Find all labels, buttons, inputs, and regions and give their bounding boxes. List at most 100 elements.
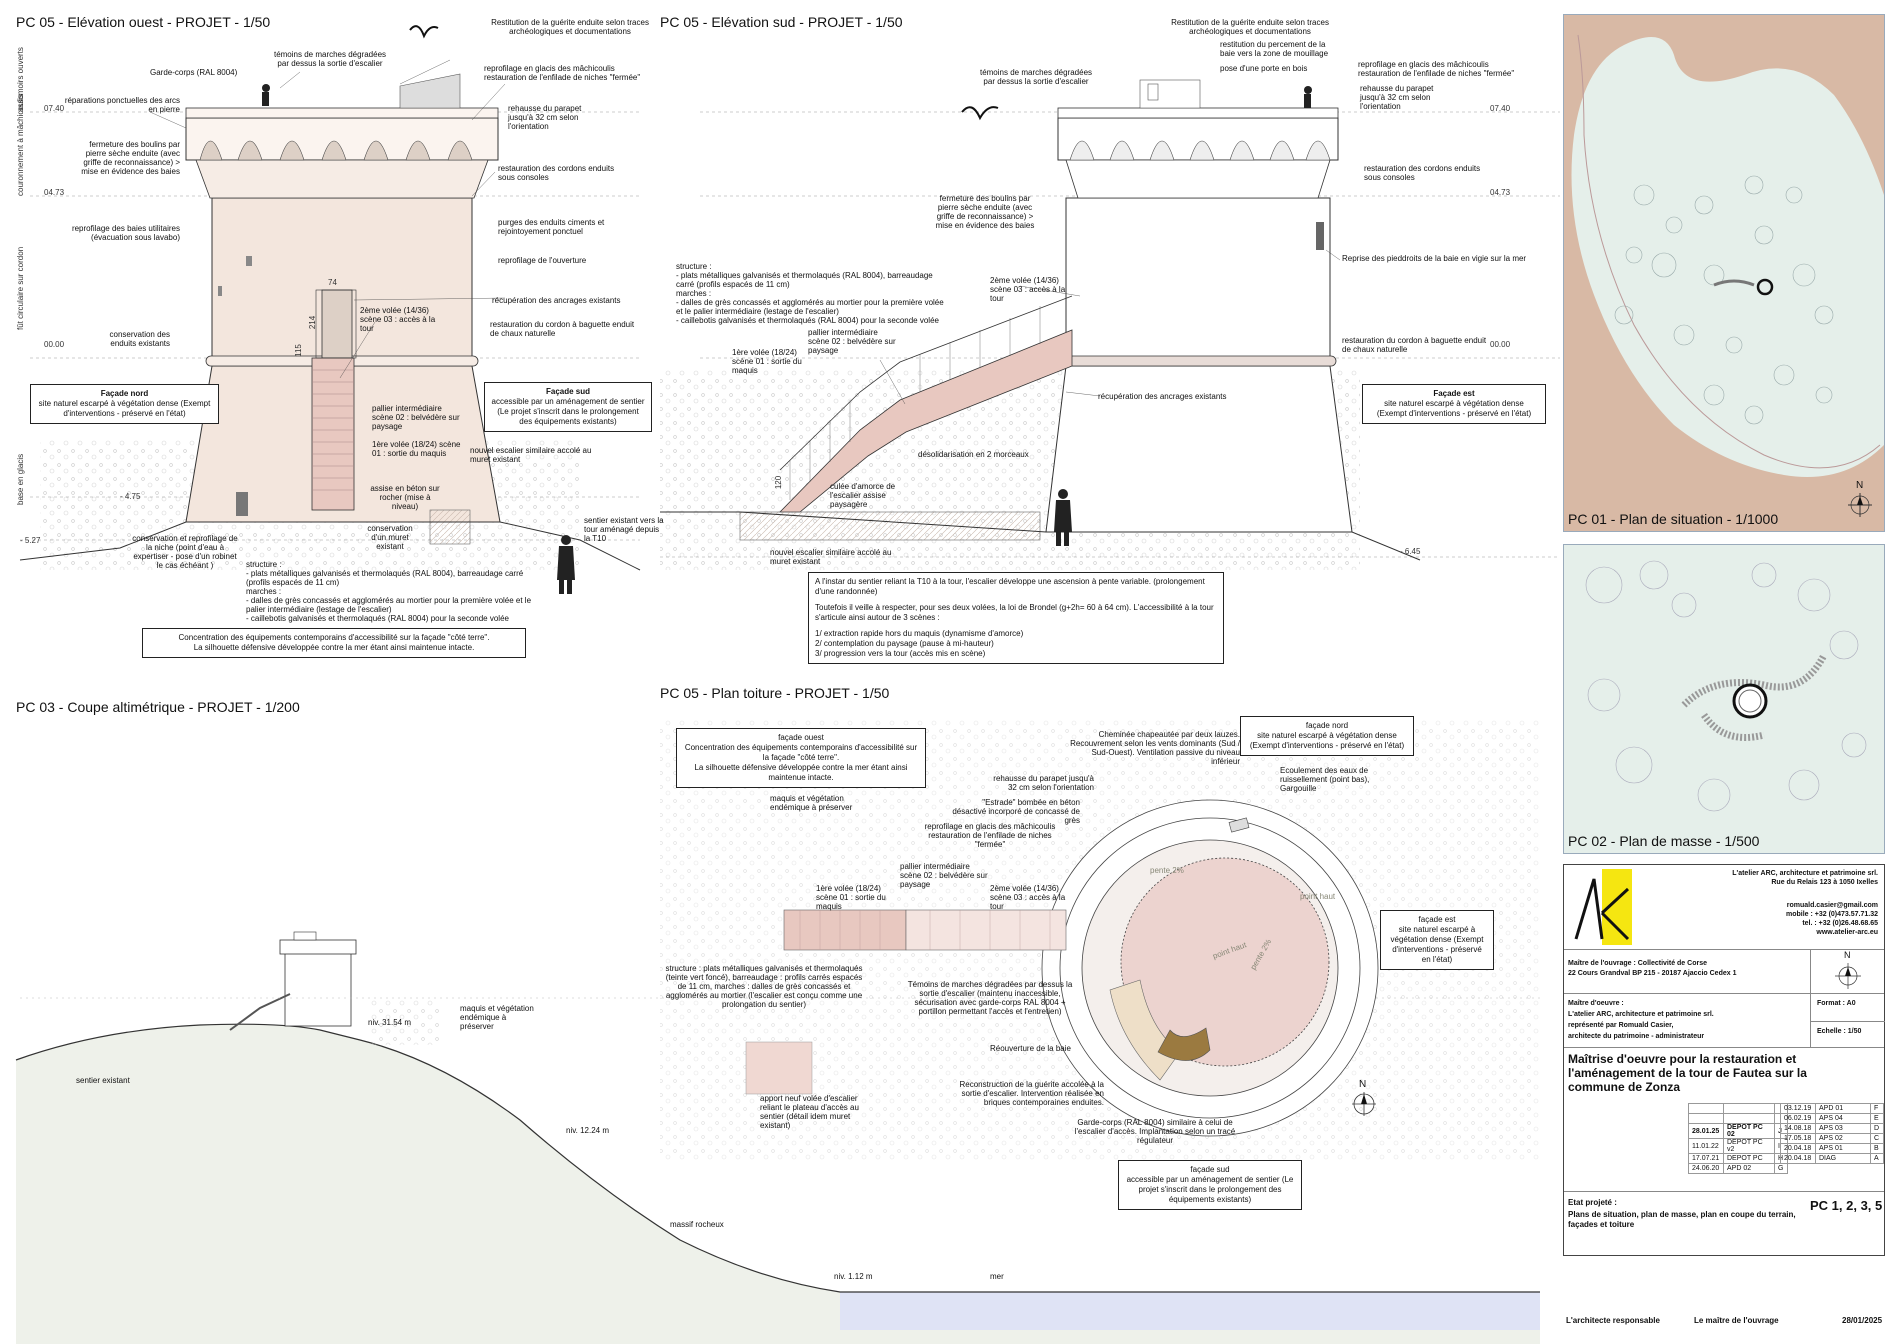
dim-120: 120: [774, 475, 784, 490]
note-recuperation-ancrages: récupération des ancrages existants: [492, 296, 621, 305]
title-block: L'atelier ARC, architecture et patrimoin…: [1563, 864, 1885, 1256]
box-facade-sud-ouest-text: accessible par un aménagement de sentier…: [491, 397, 645, 426]
pc-number: PC 1, 2, 3, 5: [1810, 1198, 1883, 1213]
level-m527: - 5.27: [20, 536, 41, 545]
sud-level-0740: 07.40: [1490, 104, 1511, 113]
toit-note-1ere-volee: 1ère volée (18/24) scène 01 : sortie du …: [816, 884, 886, 911]
box-brondel: A l'instar du sentier reliant la T10 à l…: [808, 572, 1224, 664]
sud-note-boulins: fermeture des boulins par pierre sèche e…: [935, 194, 1035, 230]
cartouche-north-label: N: [1844, 950, 1851, 960]
sud-note-pallier: pallier intermédiaire scène 02 : belvédè…: [808, 328, 896, 355]
moa-row: Maître de l'ouvrage : Collectivité de Co…: [1564, 949, 1884, 994]
coupe-drawing: [15, 931, 1540, 1344]
sud-note-desolidarisation: désolidarisation en 2 morceaux: [918, 450, 1029, 459]
toit-note-temoins: Témoins de marches dégradées par dessus …: [907, 980, 1073, 1016]
toit-note-apport: apport neuf volée d'escalier reliant le …: [760, 1094, 859, 1130]
note-rehausse-parapet: rehausse du parapet jusqu'à 32 cm selon …: [508, 104, 582, 131]
toit-note-maquis: maquis et végétation endémique à préserv…: [770, 794, 853, 812]
note-assise-beton: assise en béton sur rocher (mise à nivea…: [370, 484, 440, 511]
firm-tel: tel. : +32 (0)26.48.68.65: [1802, 920, 1878, 927]
box-facade-nord-text: site naturel escarpé à végétation dense …: [38, 399, 211, 418]
note-2eme-volee: 2ème volée (14/36) scène 03 : accès à la…: [360, 306, 436, 333]
firm-name: L'atelier ARC, architecture et patrimoin…: [1732, 870, 1878, 877]
rev-left-row: [1688, 1113, 1788, 1124]
firm-address: Rue du Relais 123 à 1050 Ixelles: [1771, 879, 1878, 886]
moe-line-3: représenté par Romuald Casier,: [1568, 1022, 1674, 1029]
note-fermeture-boulins: fermeture des boulins par pierre sèche e…: [81, 140, 180, 176]
project-title: Maîtrise d'oeuvre pour la restauration e…: [1568, 1052, 1807, 1094]
level-0000: 00.00: [44, 340, 65, 349]
moe-line-4: architecte du patrimoine - administrateu…: [1568, 1033, 1705, 1040]
sud-level-0473: 04.73: [1490, 188, 1511, 197]
toit-note-2eme-volee: 2ème volée (14/36) scène 03 : accès à la…: [990, 884, 1066, 911]
logo-mark: [1574, 878, 1630, 941]
firm-web[interactable]: www.atelier-arc.eu: [1816, 929, 1878, 936]
box-toiture-facade-sud: façade sud accessible par un aménagement…: [1118, 1160, 1302, 1210]
situation-map: [1564, 15, 1884, 531]
firm-info: L'atelier ARC, architecture et patrimoin…: [1648, 869, 1878, 937]
sud-note-machicoulis: reprofilage en glacis des mâchicoulis re…: [1358, 60, 1515, 78]
format-scale-cell: Format : A0 Echelle : 1/50: [1810, 994, 1885, 1048]
level-m475: - 4.75: [120, 492, 141, 501]
moa-line-2: 22 Cours Grandval BP 215 - 20187 Ajaccio…: [1568, 970, 1737, 977]
toiture-title: PC 05 - Plan toiture - PROJET - 1/50: [660, 685, 890, 701]
brondel-para-3: 1/ extraction rapide hors du maquis (dyn…: [815, 629, 1024, 658]
box-toiture-facade-nord: façade nord site naturel escarpé à végét…: [1240, 716, 1414, 756]
box-facade-est-title: Façade est: [1433, 389, 1475, 398]
format-label: Format : A0: [1817, 1000, 1856, 1007]
sud-note-culee: culée d'amorce de l'escalier assise pays…: [830, 482, 896, 509]
sud-note-temoins: témoins de marches dégradées par dessus …: [979, 68, 1093, 86]
moa-line-1: Maître de l'ouvrage : Collectivité de Co…: [1568, 960, 1707, 967]
project-title-row: Maîtrise d'oeuvre pour la restauration e…: [1564, 1047, 1884, 1098]
note-temoins: témoins de marches dégradées par dessus …: [273, 50, 387, 68]
firm-email[interactable]: romuald.casier@gmail.com: [1786, 902, 1878, 909]
brondel-para-2: Toutefois il veille à respecter, pour se…: [815, 603, 1214, 622]
sud-note-rehausse: rehausse du parapet jusqu'à 32 cm selon …: [1360, 84, 1434, 111]
situation-panel: PC 01 - Plan de situation - 1/1000 N: [1563, 14, 1885, 532]
sud-note-2eme-volee: 2ème volée (14/36) scène 03 : accès à la…: [990, 276, 1066, 303]
coupe-sentier: sentier existant: [76, 1076, 130, 1085]
box-facade-est-text: site naturel escarpé à végétation dense …: [1376, 399, 1532, 418]
elevation-ouest-title: PC 05 - Elévation ouest - PROJET - 1/50: [16, 14, 271, 30]
note-restauration-cordon: restauration du cordon à baguette enduit…: [490, 320, 635, 338]
note-guerite: Restitution de la guérite enduite selon …: [491, 18, 649, 36]
note-conservation-niche: conservation et reprofilage de la niche …: [132, 534, 238, 570]
masse-map: [1585, 560, 1867, 812]
toit-note-estrade: "Estrade" bombée en béton désactivé inco…: [952, 798, 1080, 825]
conclusion-line-2: La silhouette défensive développée contr…: [193, 643, 475, 652]
brondel-para-1: A l'instar du sentier reliant la T10 à l…: [815, 577, 1205, 596]
sud-note-cordon-baguette: restauration du cordon à baguette enduit…: [1342, 336, 1487, 354]
sud-note-1ere-volee: 1ère volée (18/24) scène 01 : sortie du …: [732, 348, 802, 375]
etat-label: Etat projeté :: [1568, 1198, 1617, 1207]
footer-moa: Le maître de l'ouvrage: [1694, 1316, 1779, 1325]
band-label-fut: fût circulaire sur cordon: [16, 246, 25, 330]
note-restauration-cordons: restauration des cordons enduits sous co…: [498, 164, 615, 182]
box-toiture-facade-ouest: façade ouest Concentration des équipemen…: [676, 728, 926, 788]
leader-lines: [149, 59, 1341, 405]
conclusion-line-1: Concentration des équipements contempora…: [178, 633, 490, 642]
moe-row: Maître d'oeuvre : L'atelier ARC, archite…: [1564, 993, 1885, 1048]
note-purges: purges des enduits ciments et rejointoye…: [498, 218, 605, 236]
coupe-maquis: maquis et végétation endémique à préserv…: [460, 1004, 534, 1031]
coupe-niv-1: niv. 31.54 m: [368, 1018, 411, 1027]
coupe-massif: massif rocheux: [670, 1220, 724, 1229]
cartouche-north: N: [1810, 950, 1885, 994]
etat-row: Etat projeté : Plans de situation, plan …: [1564, 1191, 1884, 1256]
box-facade-nord: Façade nord site naturel escarpé à végét…: [30, 384, 219, 424]
note-conservation-muret: conservation d'un muret existant: [367, 524, 413, 551]
elevation-ouest-drawing: [19, 25, 641, 594]
box-facade-sud-ouest-title: Façade sud: [545, 387, 590, 396]
sud-note-guerite: Restitution de la guérite enduite selon …: [1171, 18, 1329, 36]
note-gardecorps: Garde-corps (RAL 8004): [150, 68, 238, 77]
toiture-drawing: [660, 720, 1540, 1160]
note-sentier-existant: sentier existant vers la tour aménagé de…: [584, 516, 664, 543]
dim-74: 74: [328, 278, 337, 287]
